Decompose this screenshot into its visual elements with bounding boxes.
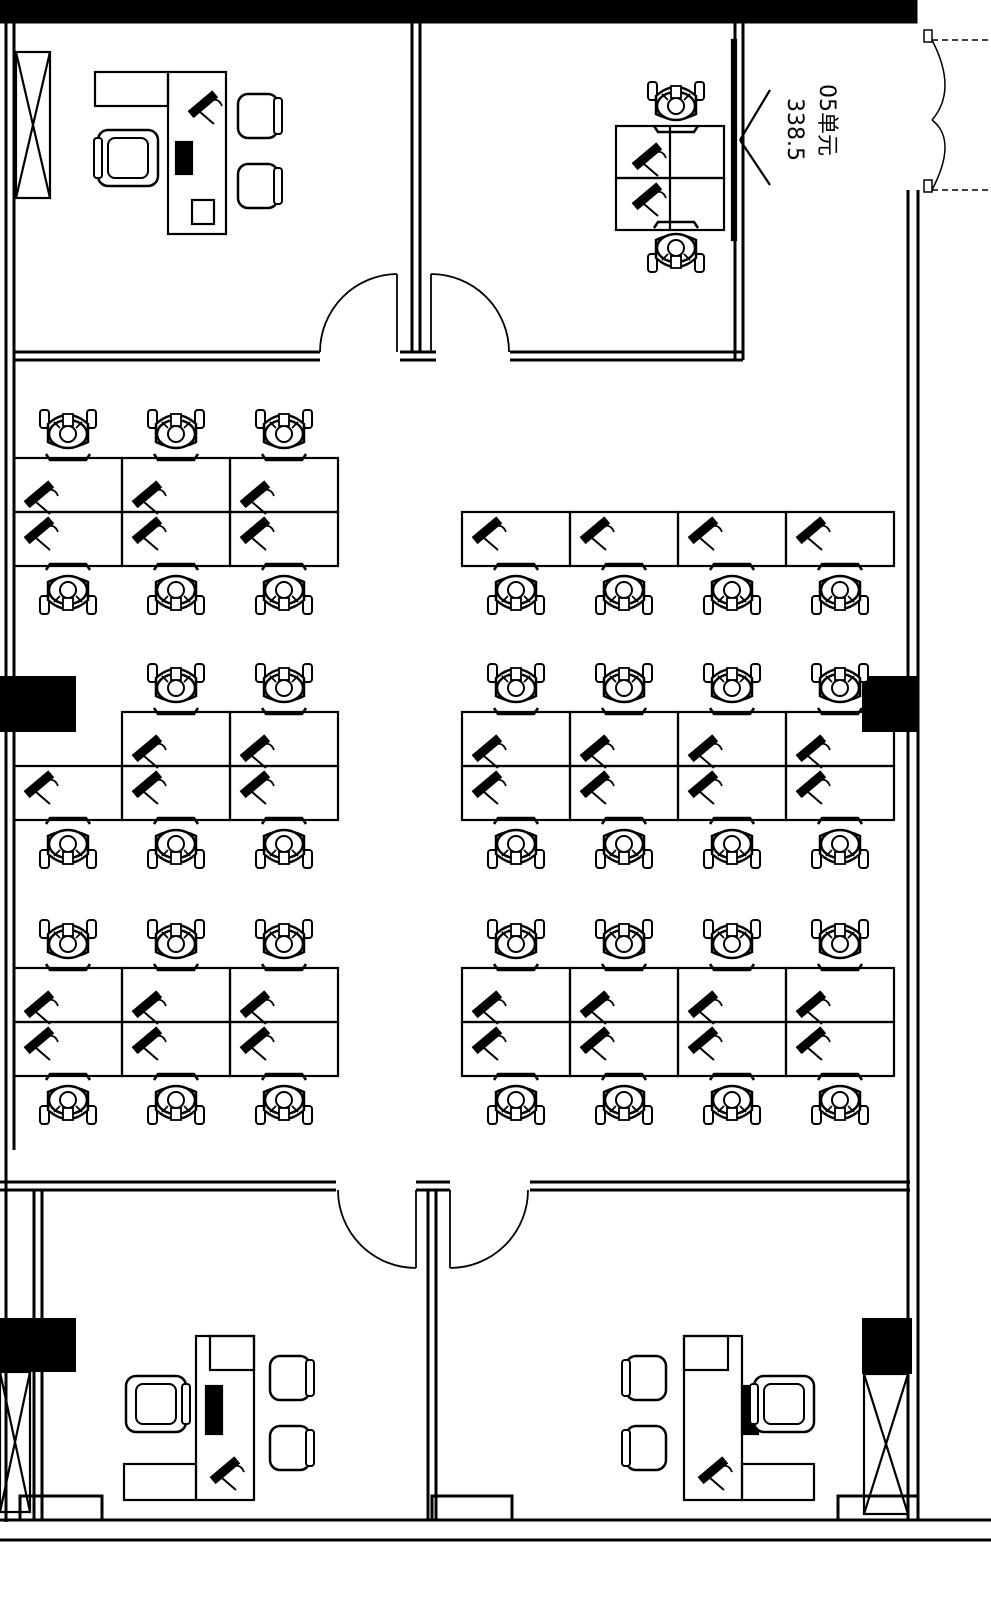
structural-column-icon [0, 676, 918, 1374]
cluster-right-3 [460, 918, 896, 1126]
desk-icon [228, 510, 340, 568]
cluster-left-1 [12, 408, 340, 616]
cluster-right-2 [460, 662, 896, 870]
cabinet-icon [14, 50, 52, 200]
top-doors [319, 273, 510, 353]
manager-office-bottom-left [0, 1334, 316, 1514]
cabinet-icon [0, 1370, 32, 1514]
desk-icon [784, 1020, 896, 1078]
entry-door [923, 29, 991, 193]
cluster-left-3 [12, 918, 340, 1126]
cluster-right-1 [460, 510, 896, 616]
cabinet-icon [862, 1372, 910, 1516]
unit-area: 338.5 [782, 98, 807, 161]
cluster-left-2 [12, 662, 340, 870]
small-room-top-right [614, 38, 771, 274]
manager-office-bottom-right [620, 1334, 910, 1516]
desk-icon [228, 764, 340, 822]
workstations [12, 408, 896, 1126]
desk-icon [228, 1020, 340, 1078]
bottom-rooms [0, 1180, 920, 1522]
walls [0, 0, 991, 1542]
desk-icon [166, 70, 228, 236]
desk-icon [784, 510, 896, 568]
unit-label: 05单元 [814, 84, 839, 156]
bottom-doors [337, 1189, 529, 1269]
desk-icon [784, 764, 896, 822]
manager-office-top-left [14, 50, 284, 236]
